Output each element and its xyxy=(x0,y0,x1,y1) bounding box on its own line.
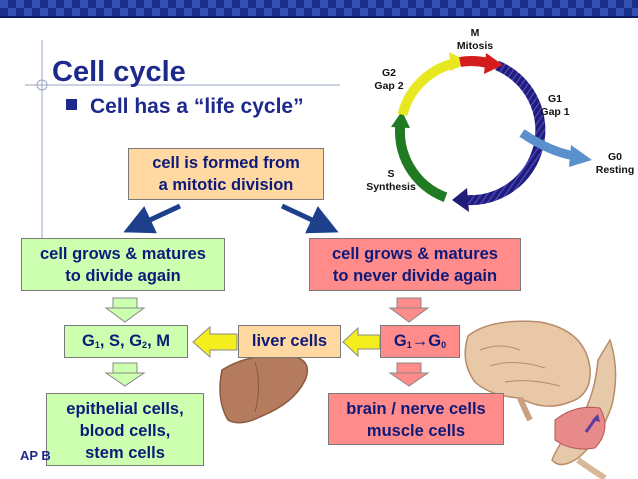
g0-arrowhead-icon xyxy=(569,145,592,167)
box-cycle-phases: G1, S, G2, M xyxy=(64,325,188,358)
down-arrow-pink-1-icon xyxy=(388,297,430,323)
slide-title: Cell cycle xyxy=(52,56,186,88)
left-arrow-yellow-2-icon xyxy=(342,326,381,358)
bullet-point: Cell has a “life cycle” xyxy=(66,95,304,119)
box-epithelial-blood-stem: epithelial cells,blood cells,stem cells xyxy=(46,393,204,466)
mitosis-arrowhead-icon xyxy=(484,53,503,74)
slide-header-bar xyxy=(0,0,638,18)
brain-illustration-icon xyxy=(464,320,591,422)
bullet-square-icon xyxy=(66,99,77,110)
right-arrow-icon: → xyxy=(411,332,429,350)
synthesis-arrowhead-icon xyxy=(391,111,410,128)
down-arrow-pink-2-icon xyxy=(388,362,430,387)
box-g1-to-g0: G1→G0 xyxy=(380,325,460,358)
box-liver-cells: liver cells xyxy=(238,325,341,358)
g2-phase-arc xyxy=(397,57,460,117)
arrow-to-never-divide xyxy=(280,203,339,234)
arm-muscle-illustration-icon xyxy=(551,338,617,479)
bullet-text: Cell has a “life cycle” xyxy=(90,95,304,118)
arrow-to-divide-again xyxy=(123,203,182,234)
slide-footer: AP B xyxy=(20,448,51,463)
synthesis-phase-arc xyxy=(395,119,448,202)
liver-illustration-icon xyxy=(219,354,309,424)
g1-arrowhead-icon xyxy=(452,188,469,212)
g2-arrowhead-icon xyxy=(449,52,467,71)
left-arrow-yellow-1-icon xyxy=(192,325,238,359)
down-arrow-green-2-icon xyxy=(104,362,146,387)
down-arrow-green-1-icon xyxy=(104,297,146,323)
